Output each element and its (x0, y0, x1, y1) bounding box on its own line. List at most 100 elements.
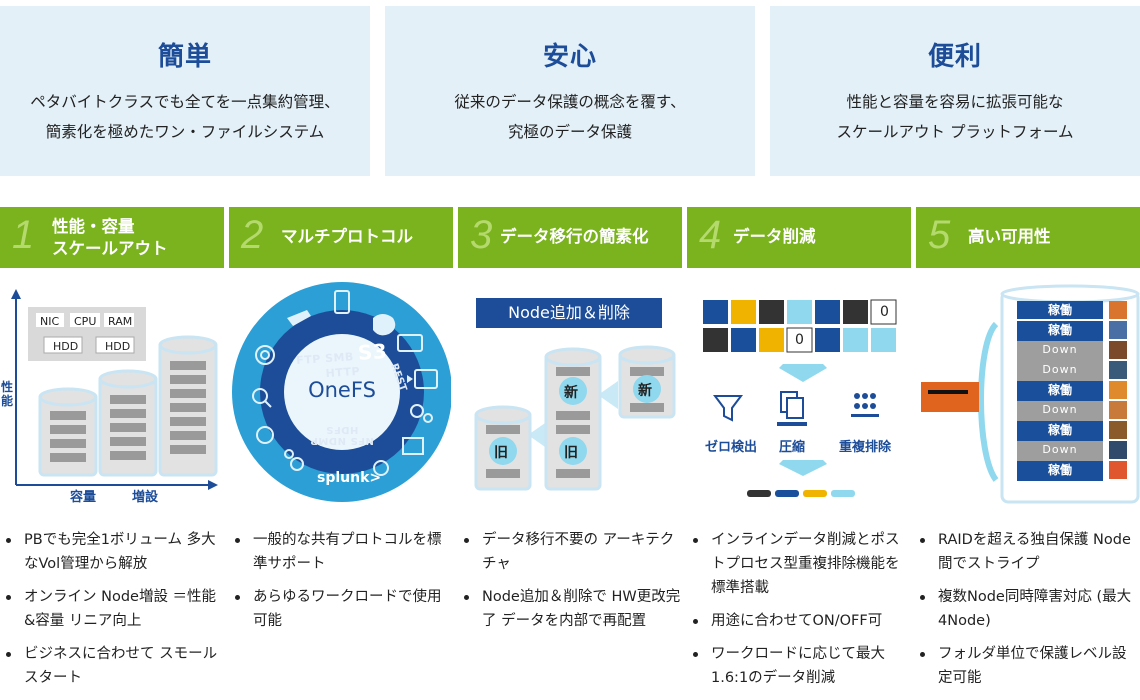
reduction-graphic (703, 299, 897, 497)
node-thumb-icon (1109, 321, 1127, 339)
feature-header-3: 3 データ移行の簡素化 (458, 207, 682, 268)
node-status-row: 稼働 (1017, 461, 1132, 481)
new-node-label: 新 (564, 385, 578, 401)
bullet-item: オンライン Node増設 ＝性能&容量 リニア向上 (2, 585, 224, 633)
card-line: 従来のデータ保護の概念を覆す、 (454, 93, 686, 111)
scaleout-illustration: 性 能 NIC CPU RAM HDD HDD 容量 増設 (0, 285, 224, 510)
feature-3-bullets: データ移行不要の アーキテクチャ Node追加＆削除で HW更改完了 データを内… (460, 528, 682, 642)
chip-nic: NIC (40, 315, 60, 328)
feature-label: データ削減 (733, 227, 816, 246)
card-text: ペタバイトクラスでも全てを一点集約管理、 簡素化を極めたワン・ファイルシステム (0, 87, 370, 147)
feature-1-bullets: PBでも完全1ボリューム 多大なVol管理から解放 オンライン Node増設 ＝… (2, 528, 224, 699)
protocol-list-bottom: NFS NDMP HDFS (310, 424, 374, 446)
migration-illustration: Node追加＆削除 旧 旧 新 新 (458, 285, 682, 510)
bullet-item: インラインデータ削減とポストプロセス型重複排除機能を標準搭載 (689, 528, 911, 600)
feature-number: 3 (470, 213, 493, 257)
bullet-item: ワークロードに応じて最大1.6:1のデータ削減 (689, 642, 911, 690)
feature-label: データ移行の簡素化 (500, 227, 649, 246)
bullet-item: PBでも完全1ボリューム 多大なVol管理から解放 (2, 528, 224, 576)
bullet-item: フォルダ単位で保護レベル設定可能 (916, 642, 1138, 690)
zero-block-label: 0 (880, 304, 889, 320)
node-status: 稼働 (1017, 381, 1103, 401)
node-thumb-icon (1109, 401, 1127, 419)
bullet-item: Node追加＆削除で HW更改完了 データを内部で再配置 (460, 585, 682, 633)
feature-4-bullets: インラインデータ削減とポストプロセス型重複排除機能を標準搭載 用途に合わせてON… (689, 528, 911, 699)
feature-2-bullets: 一般的な共有プロトコルを標準サポート あらゆるワークロードで使用可能 (231, 528, 453, 642)
availability-illustration: 稼働 稼働 Down Down 稼働 Down 稼働 Down (916, 284, 1140, 510)
chip-ram: RAM (108, 315, 133, 328)
node-thumb-icon (1109, 461, 1127, 479)
card-line: 性能と容量を容易に拡張可能な (846, 93, 1064, 111)
chip-hdd: HDD (53, 340, 79, 353)
node-status: 稼働 (1017, 421, 1103, 441)
feature-header-2: 2 マルチプロトコル (229, 207, 453, 268)
node-status: Down (1017, 401, 1103, 421)
card-title: 簡単 (157, 42, 212, 72)
bullet-item: 用途に合わせてON/OFF可 (689, 609, 911, 633)
value-card-secure: 安心 従来のデータ保護の概念を覆す、 究極のデータ保護 (385, 6, 755, 176)
node-status-row: Down (1017, 361, 1132, 381)
card-text: 従来のデータ保護の概念を覆す、 究極のデータ保護 (385, 87, 755, 147)
node-thumb-icon (1109, 441, 1127, 459)
card-title: 便利 (927, 42, 982, 72)
axis-label-performance: 性 能 (1, 380, 14, 408)
card-line: スケールアウト プラットフォーム (836, 123, 1074, 141)
feature-5-bullets: RAIDを超える独自保護 Node間でストライプ 複数Node同時障害対応 (最… (916, 528, 1138, 699)
bullet-item: データ移行不要の アーキテクチャ (460, 528, 682, 576)
feature-number: 2 (241, 213, 264, 257)
card-line: 簡素化を極めたワン・ファイルシステム (45, 123, 325, 141)
migration-graphic (474, 345, 676, 491)
node-status: 稼働 (1017, 301, 1103, 319)
node-status-row: Down (1017, 401, 1132, 421)
old-node-label: 旧 (564, 445, 578, 461)
node-status-row: Down (1017, 341, 1132, 361)
bullet-item: あらゆるワークロードで使用可能 (231, 585, 453, 633)
node-status-row: Down (1017, 441, 1132, 461)
onefs-protocol-ring: FTP SMB S3 HTTP NFS NDMP HDFS REST OneFS… (231, 278, 452, 508)
step-dedupe: 重複排除 (839, 440, 892, 455)
onefs-ring-graphic (232, 282, 452, 502)
node-status: 稼働 (1017, 461, 1103, 481)
feature-header-4: 4 データ削減 (687, 207, 911, 268)
card-title: 安心 (542, 42, 597, 72)
node-thumb-icon (1109, 301, 1127, 319)
feature-label: マルチプロトコル (281, 227, 413, 246)
node-status: Down (1017, 341, 1103, 361)
card-line: 究極のデータ保護 (507, 123, 632, 141)
node-thumb-icon (1109, 421, 1127, 439)
value-card-convenient: 便利 性能と容量を容易に拡張可能な スケールアウト プラットフォーム (770, 6, 1140, 176)
node-thumb-icon (1109, 341, 1127, 359)
node-banner: Node追加＆削除 (476, 298, 662, 328)
axis-label-expansion: 増設 (132, 490, 159, 505)
new-node-label: 新 (638, 383, 652, 399)
feature-header-5: 5 高い可用性 (916, 207, 1140, 268)
node-status-list: 稼働 稼働 Down Down 稼働 Down 稼働 Down (1017, 301, 1132, 481)
old-node-label: 旧 (494, 445, 508, 461)
feature-number: 1 (12, 213, 35, 257)
card-text: 性能と容量を容易に拡張可能な スケールアウト プラットフォーム (770, 87, 1140, 147)
scaleout-chart-graphic (11, 289, 218, 490)
value-card-simple: 簡単 ペタバイトクラスでも全てを一点集約管理、 簡素化を極めたワン・ファイルシス… (0, 6, 370, 176)
chip-cpu: CPU (74, 315, 97, 328)
card-line: ペタバイトクラスでも全てを一点集約管理、 (30, 93, 340, 111)
node-status: 稼働 (1017, 321, 1103, 341)
reduction-illustration: 0 0 ゼロ検出 圧縮 重複排除 (687, 290, 911, 510)
axis-label-capacity: 容量 (70, 490, 97, 505)
feature-label: 高い可用性 (968, 227, 1051, 246)
node-thumb-icon (1109, 361, 1127, 379)
node-status: Down (1017, 441, 1103, 461)
zero-block-label: 0 (795, 332, 804, 348)
s3-label: S3 (356, 338, 388, 365)
bullet-item: ビジネスに合わせて スモールスタート (2, 642, 224, 690)
node-status-row: 稼働 (1017, 421, 1132, 441)
step-compress: 圧縮 (779, 440, 806, 455)
splunk-logo: splunk> (317, 470, 382, 486)
node-status: Down (1017, 361, 1103, 381)
step-zero-detect: ゼロ検出 (705, 440, 758, 455)
node-thumb-icon (1109, 381, 1127, 399)
feature-number: 5 (928, 213, 951, 257)
feature-header-1: 1 性能・容量 スケールアウト (0, 207, 224, 268)
onefs-logo: OneFS (308, 378, 376, 402)
node-status-row: 稼働 (1017, 301, 1132, 321)
feature-number: 4 (699, 213, 722, 257)
